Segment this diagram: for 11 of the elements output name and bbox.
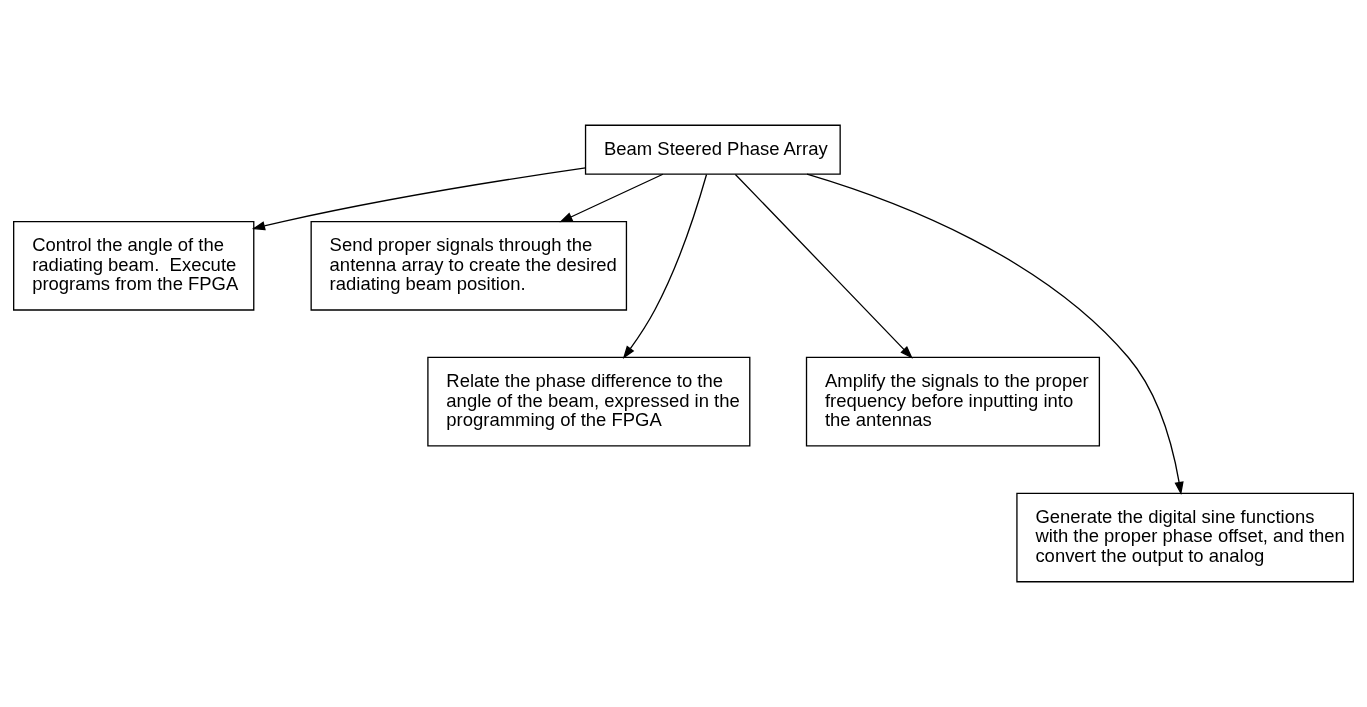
arrow bbox=[734, 173, 913, 359]
node-box: Relate the phase difference to the angle of the beam, expressed in the programming of the FPGA bbox=[427, 356, 751, 447]
arrow bbox=[806, 173, 1184, 496]
node-box: Beam Steered Phase Array bbox=[584, 124, 841, 175]
node-box: Control the angle of the radiating beam. Execute programs from the FPGA bbox=[13, 220, 255, 311]
node-box: Amplify the signals to the proper frequency before inputting into the antennas bbox=[805, 356, 1101, 447]
arrow bbox=[622, 173, 708, 359]
arrow bbox=[251, 167, 587, 231]
node-box: Send proper signals through the antenna array to create the desired radiating beam position. bbox=[310, 220, 628, 311]
arrow bbox=[559, 173, 664, 223]
node-box: Generate the digital sine functions with the proper phase offset, and then convert the output to analog bbox=[1016, 492, 1354, 583]
